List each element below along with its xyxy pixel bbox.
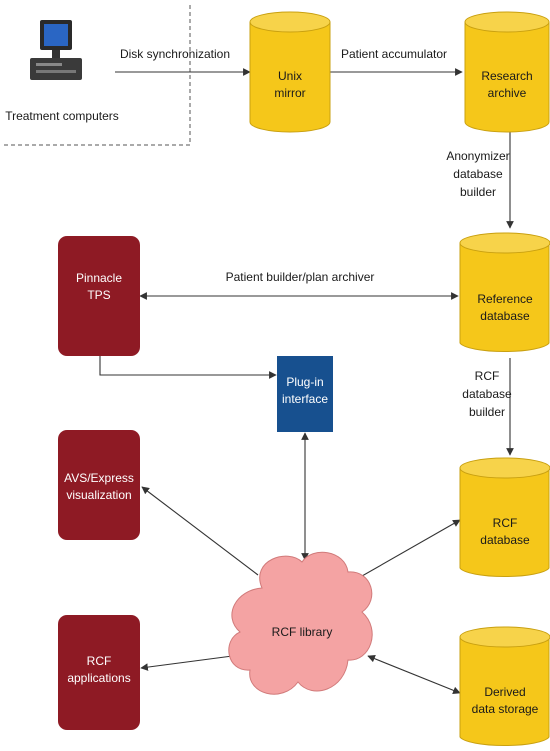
- derived-storage-cylinder: Derived data storage: [459, 626, 550, 746]
- treatment-boundary: [4, 2, 191, 146]
- anonymizer-label-3: builder: [460, 185, 496, 199]
- computer-icon: [30, 20, 82, 80]
- research-archive-label-2: archive: [488, 86, 527, 100]
- plugin-interface-label-1: Plug-in: [286, 375, 323, 389]
- anonymizer-label-2: database: [453, 167, 503, 181]
- rcf-applications-label-2: applications: [67, 671, 130, 685]
- patient-accumulator-label: Patient accumulator: [341, 47, 447, 61]
- library-derived-arrow: [367, 655, 461, 694]
- pinnacle-tps-label-2: TPS: [87, 288, 110, 302]
- rcf-library-cloud: RCF library: [228, 551, 373, 695]
- patient-builder-label: Patient builder/plan archiver: [226, 270, 375, 284]
- disk-sync-label: Disk synchronization: [120, 47, 230, 61]
- reference-database-label-2: database: [480, 309, 530, 323]
- derived-storage-label-2: data storage: [472, 702, 539, 716]
- treatment-computers-label: Treatment computers: [5, 109, 119, 123]
- pinnacle-tps-box: Pinnacle TPS: [58, 236, 140, 356]
- rcf-database-label-1: RCF: [493, 516, 518, 530]
- rcf-applications-box: RCF applications: [58, 615, 140, 730]
- avs-express-label-1: AVS/Express: [64, 471, 134, 485]
- rcf-library-label: RCF library: [272, 625, 333, 639]
- apps-library-arrow: [140, 652, 241, 671]
- rcf-database-label-2: database: [480, 533, 530, 547]
- avs-express-label-2: visualization: [66, 488, 131, 502]
- research-archive-cylinder: Research archive: [464, 11, 550, 133]
- pinnacle-tps-label-1: Pinnacle: [76, 271, 122, 285]
- rcf-db-builder-label-3: builder: [469, 405, 505, 419]
- rcf-db-builder-label-1: RCF: [475, 369, 500, 383]
- rcf-applications-label-1: RCF: [87, 654, 112, 668]
- unix-mirror-label-2: mirror: [274, 86, 305, 100]
- plugin-interface-box: Plug-in interface: [277, 356, 333, 432]
- avs-express-box: AVS/Express visualization: [58, 430, 140, 540]
- reference-database-label-1: Reference: [477, 292, 533, 306]
- plugin-interface-label-2: interface: [282, 392, 328, 406]
- rcf-db-builder-label-2: database: [462, 387, 512, 401]
- unix-mirror-label-1: Unix: [278, 69, 302, 83]
- anonymizer-label-1: Anonymizer: [446, 149, 509, 163]
- pinnacle-plugin-arrow: [99, 356, 277, 379]
- rcf-database-cylinder: RCF database: [459, 457, 550, 577]
- unix-mirror-cylinder: Unix mirror: [249, 11, 331, 133]
- rcfdb-library-arrow: [354, 519, 461, 581]
- research-archive-label-1: Research: [481, 69, 532, 83]
- derived-storage-label-1: Derived: [484, 685, 525, 699]
- reference-database-cylinder: Reference database: [459, 232, 550, 352]
- avs-library-arrow: [141, 486, 259, 576]
